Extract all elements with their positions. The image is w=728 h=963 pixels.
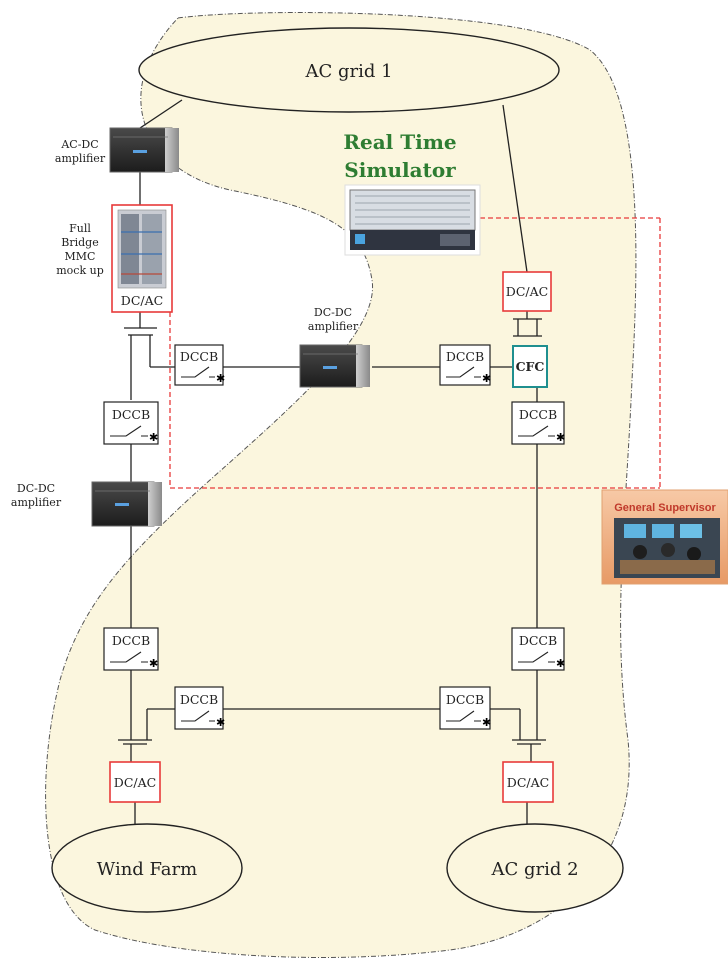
dccb-2-label: DCCB bbox=[446, 349, 484, 364]
converter-bottom-right: DC/AC bbox=[502, 761, 554, 803]
mmc-label-3: MMC bbox=[65, 250, 96, 263]
mmc-label-1: Full bbox=[69, 222, 91, 235]
dc-dc-amplifier-top-label-2: amplifier bbox=[308, 320, 359, 333]
cfc: CFC bbox=[512, 345, 548, 388]
converter-bottom-left-label: DC/AC bbox=[114, 775, 156, 790]
dccb-1: DCCB ✱ bbox=[174, 344, 225, 386]
ac-grid-2-label: AC grid 2 bbox=[490, 859, 578, 880]
ac-grid-1-label: AC grid 1 bbox=[304, 61, 392, 82]
mmc-label-4: mock up bbox=[56, 264, 104, 277]
dccb-2: DCCB ✱ bbox=[439, 344, 491, 386]
general-supervisor: General Supervisor bbox=[601, 489, 728, 585]
simulator-title-2: Simulator bbox=[344, 158, 456, 182]
dccb-4-label: DCCB bbox=[519, 407, 557, 422]
ac-dc-amplifier-label-2: amplifier bbox=[55, 152, 106, 165]
ac-dc-amplifier-label-1: AC-DC bbox=[60, 138, 98, 151]
wind-farm: Wind Farm bbox=[51, 823, 243, 913]
dccb-2-star: ✱ bbox=[482, 372, 491, 385]
dccb-8: DCCB ✱ bbox=[439, 686, 491, 730]
dccb-6: DCCB ✱ bbox=[511, 627, 565, 671]
dccb-8-star: ✱ bbox=[482, 716, 491, 729]
dccb-1-star: ✱ bbox=[216, 372, 225, 385]
dc-dc-amplifier-left: DC-DC amplifier bbox=[11, 481, 162, 527]
real-time-simulator: Real Time Simulator bbox=[343, 130, 481, 256]
dccb-5-label: DCCB bbox=[112, 633, 150, 648]
dccb-5: DCCB ✱ bbox=[103, 627, 159, 671]
cfc-label: CFC bbox=[516, 359, 545, 374]
mmc-mockup: DC/AC Full Bridge MMC mock up bbox=[56, 204, 173, 313]
general-supervisor-label: General Supervisor bbox=[614, 502, 716, 514]
dccb-5-star: ✱ bbox=[149, 657, 158, 670]
simulator-title-1: Real Time bbox=[343, 130, 456, 154]
converter-top-right-label: DC/AC bbox=[506, 284, 548, 299]
ac-grid-2: AC grid 2 bbox=[446, 823, 624, 913]
ac-dc-amplifier: AC-DC amplifier bbox=[55, 127, 179, 173]
control-links bbox=[169, 217, 661, 490]
dccb-3: DCCB ✱ bbox=[103, 401, 159, 445]
converter-bottom-left: DC/AC bbox=[109, 761, 161, 803]
wind-farm-label: Wind Farm bbox=[97, 859, 197, 880]
dc-dc-amplifier-top: DC-DC amplifier bbox=[299, 306, 370, 388]
dc-dc-amplifier-left-label-2: amplifier bbox=[11, 496, 62, 509]
dccb-6-label: DCCB bbox=[519, 633, 557, 648]
dccb-4: DCCB ✱ bbox=[511, 401, 565, 445]
ac-grid-1: AC grid 1 bbox=[138, 27, 560, 113]
mmc-converter-label: DC/AC bbox=[121, 293, 163, 308]
dccb-6-star: ✱ bbox=[556, 657, 565, 670]
dccb-3-star: ✱ bbox=[149, 431, 158, 444]
dc-network-lines bbox=[118, 99, 546, 826]
dccb-8-label: DCCB bbox=[446, 692, 484, 707]
dccb-4-star: ✱ bbox=[556, 431, 565, 444]
converter-bottom-right-label: DC/AC bbox=[507, 775, 549, 790]
mmc-label-2: Bridge bbox=[61, 236, 98, 249]
dc-dc-amplifier-top-label-1: DC-DC bbox=[314, 306, 352, 319]
dccb-1-label: DCCB bbox=[180, 349, 218, 364]
dccb-7-star: ✱ bbox=[216, 716, 225, 729]
dc-dc-amplifier-left-label-1: DC-DC bbox=[17, 482, 55, 495]
dccb-7-label: DCCB bbox=[180, 692, 218, 707]
dccb-7: DCCB ✱ bbox=[174, 686, 225, 730]
dccb-3-label: DCCB bbox=[112, 407, 150, 422]
converter-top-right: DC/AC bbox=[502, 271, 552, 312]
